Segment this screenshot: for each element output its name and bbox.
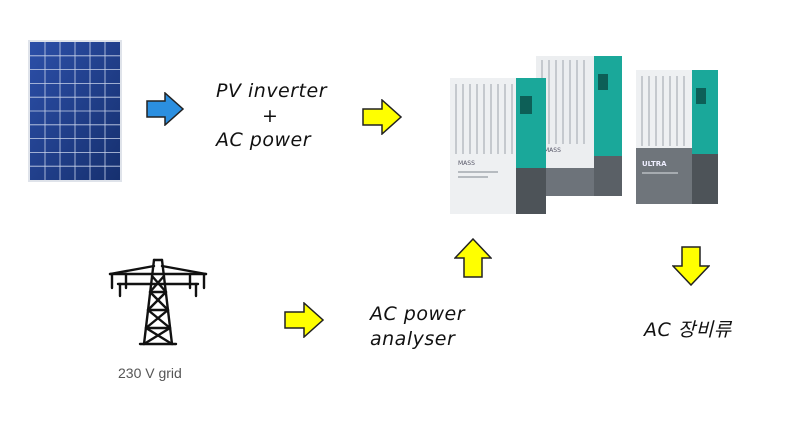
pv-inverter-label: PV inverter xyxy=(216,80,328,102)
yellow-arrow-down-icon xyxy=(672,246,710,286)
analyser-label-line1: AC power xyxy=(370,303,466,325)
transmission-tower-icon xyxy=(104,258,212,348)
equipment-label: AC 장비류 xyxy=(644,319,732,341)
plus-label: + xyxy=(262,105,279,127)
solar-panel-icon xyxy=(28,40,122,182)
inverter-unit-1: MASS xyxy=(450,78,546,214)
yellow-arrow-up-icon xyxy=(454,238,492,278)
svg-text:ULTRA: ULTRA xyxy=(642,160,667,168)
inverter-unit-3: ULTRA xyxy=(636,70,718,204)
yellow-arrow-right-icon-bottom xyxy=(284,302,324,338)
grid-label: 230 V grid xyxy=(118,365,182,381)
inverter-unit-2: MASS xyxy=(536,56,622,196)
svg-text:MASS: MASS xyxy=(458,160,475,167)
inverter-devices-image: MASS MASS xyxy=(444,44,734,216)
analyser-label-line2: analyser xyxy=(370,328,456,350)
blue-arrow-right-icon xyxy=(146,92,184,126)
ac-power-label: AC power xyxy=(216,129,312,151)
svg-text:MASS: MASS xyxy=(544,147,561,154)
yellow-arrow-right-icon xyxy=(362,99,402,135)
